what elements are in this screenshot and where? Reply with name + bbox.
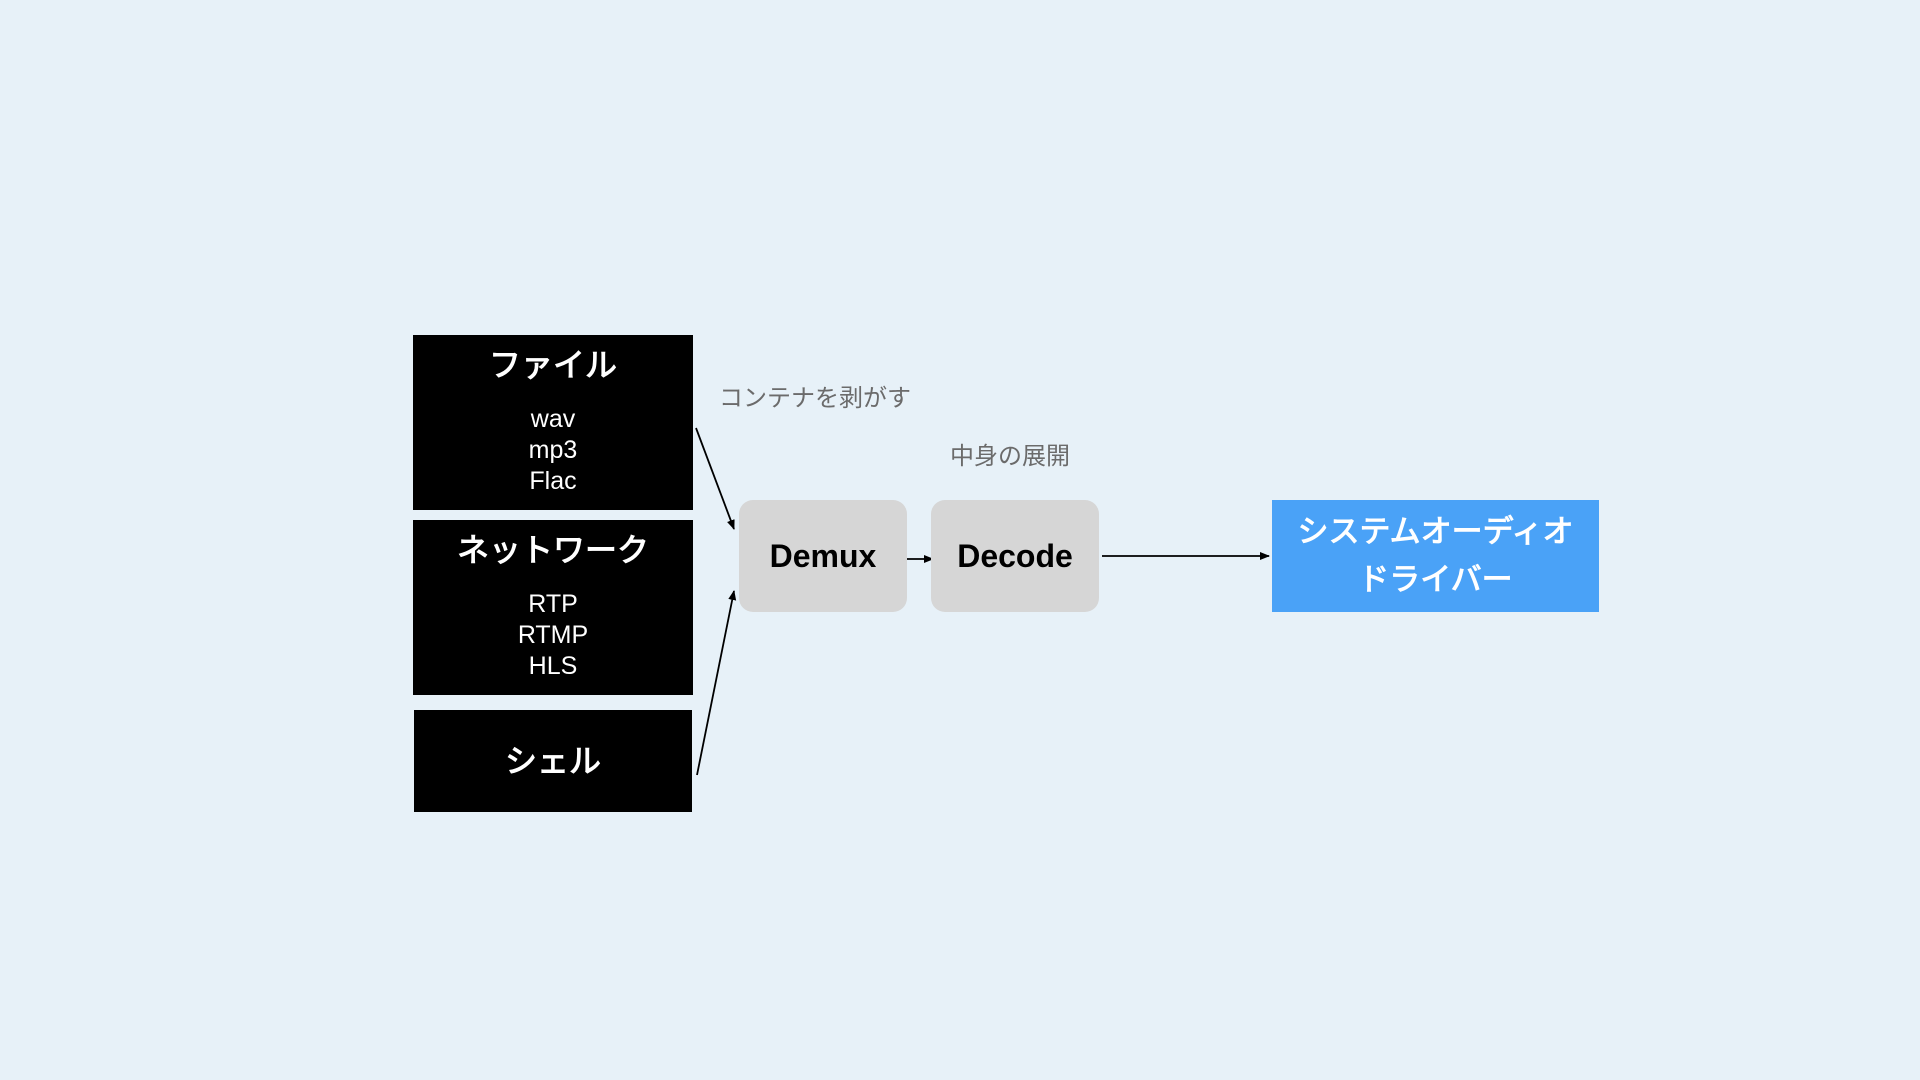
system-audio-driver-box: システムオーディオ ドライバー — [1272, 500, 1599, 612]
source-file-box: ファイル wav mp3 Flac — [413, 335, 693, 510]
driver-label-line2: ドライバー — [1358, 562, 1513, 598]
source-shell-title: シェル — [504, 742, 601, 780]
source-file-item: Flac — [529, 467, 577, 495]
source-network-items: RTP RTMP HLS — [413, 589, 693, 682]
source-file-item: mp3 — [528, 436, 578, 464]
demux-box: Demux — [739, 500, 907, 612]
decode-box: Decode — [931, 500, 1099, 612]
arrow-file-to-demux — [695, 427, 735, 530]
source-shell-box: シェル — [414, 710, 692, 812]
decode-label: Decode — [957, 537, 1073, 574]
source-file-item: wav — [530, 405, 576, 433]
demux-label: Demux — [769, 537, 877, 574]
source-network-item: RTP — [528, 590, 578, 618]
arrow-shell-to-demux — [696, 590, 737, 776]
source-network-title: ネットワーク — [456, 531, 649, 569]
decode-caption: 中身の展開 — [950, 442, 1070, 470]
source-network-item: RTMP — [517, 621, 589, 649]
demux-caption: コンテナを剥がす — [719, 384, 911, 412]
system-audio-driver-label: システムオーディオ ドライバー — [1298, 508, 1574, 604]
source-network-item: HLS — [528, 652, 578, 680]
source-file-title: ファイル — [488, 346, 617, 384]
source-network-box: ネットワーク RTP RTMP HLS — [413, 520, 693, 695]
driver-label-line1: システムオーディオ — [1297, 514, 1574, 550]
source-file-items: wav mp3 Flac — [413, 404, 693, 497]
